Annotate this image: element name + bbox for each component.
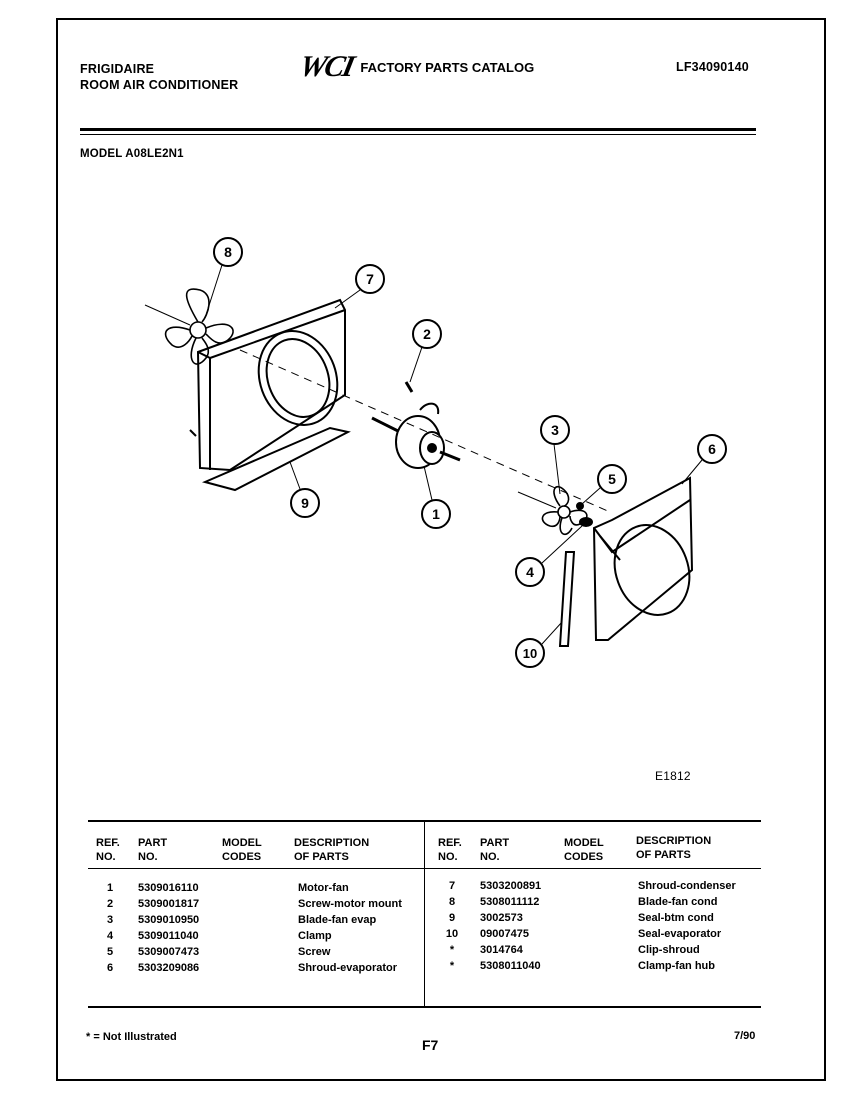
not-illustrated-legend: * = Not Illustrated (86, 1031, 177, 1043)
svg-text:10: 10 (523, 646, 537, 661)
fan-motor (371, 402, 461, 469)
header-rule-thin (80, 134, 756, 135)
svg-text:6: 6 (708, 441, 716, 457)
callout-8: 8 (204, 237, 243, 319)
header-ref-left: REF.NO. (96, 837, 120, 863)
callout-10: 10 (515, 621, 563, 668)
callout-9: 9 (289, 461, 320, 518)
seal-bottom-condenser (201, 426, 351, 492)
callout-5: 5 (581, 464, 627, 505)
svg-text:8: 8 (224, 244, 232, 260)
product-line: ROOM AIR CONDITIONER (80, 78, 239, 92)
catalog-title: FACTORY PARTS CATALOG (360, 59, 535, 75)
motor-screw (404, 381, 414, 393)
header-ref-right: REF.NO. (438, 837, 462, 863)
table-bottom-rule (88, 1006, 761, 1008)
callout-7: 7 (334, 264, 385, 309)
fan-hub-screw (576, 502, 584, 510)
svg-text:1: 1 (432, 506, 440, 522)
revision-date: 7/90 (734, 1030, 756, 1042)
callout-1: 1 (421, 465, 451, 529)
model-label: MODEL A08LE2N1 (80, 148, 184, 160)
callout-4: 4 (515, 525, 583, 587)
callout-3: 3 (540, 415, 570, 495)
document-number: LF34090140 (676, 60, 749, 74)
svg-text:5: 5 (608, 471, 616, 487)
svg-text:9: 9 (301, 495, 309, 511)
table-top-rule (88, 820, 761, 822)
page-number: F7 (422, 1037, 439, 1053)
page-frame (56, 18, 826, 1081)
svg-text:7: 7 (366, 271, 374, 287)
svg-text:2: 2 (423, 326, 431, 342)
evaporator-shroud (592, 476, 694, 641)
evaporator-fan-blade (517, 486, 588, 536)
condenser-fan-blade (144, 288, 234, 365)
seal-evaporator (558, 551, 576, 647)
figure-id: E1812 (655, 769, 691, 783)
callout-2: 2 (409, 319, 442, 383)
exploded-parts-diagram: 8 7 2 3 5 6 1 (144, 237, 727, 668)
header-rule-thick (80, 128, 756, 131)
wci-logo: WCI (296, 50, 356, 83)
condenser-shroud (189, 298, 346, 472)
assembly-axis (239, 349, 611, 513)
svg-text:3: 3 (551, 422, 559, 438)
brand-name: FRIGIDAIRE (80, 62, 155, 76)
fan-clamp (579, 517, 593, 527)
catalog-title-block: WCI FACTORY PARTS CATALOG (296, 50, 535, 83)
svg-text:4: 4 (526, 564, 534, 580)
callout-6: 6 (681, 434, 727, 485)
table-divider (424, 822, 425, 1006)
